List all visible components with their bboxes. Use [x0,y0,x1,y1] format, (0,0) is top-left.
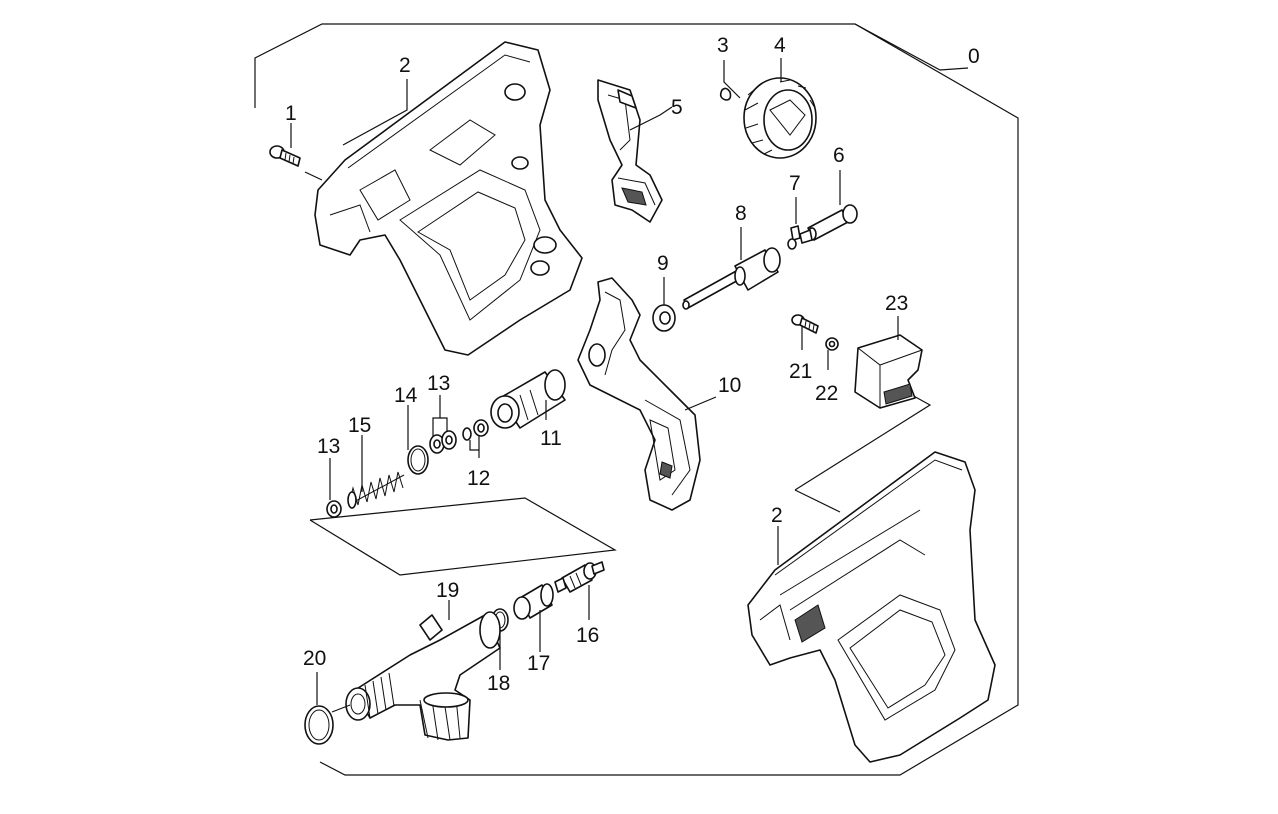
assembly-boundary [254,23,1019,776]
valve-sleeve-11 [490,369,566,429]
label-outlet-fitting: 19 [436,579,459,602]
trigger-10 [577,277,701,511]
washer-9 [652,304,676,332]
label-lock-ring: 4 [774,34,786,57]
bushing-17 [513,583,554,620]
label-seal-13-upper: 13 [427,372,450,395]
seal-stack-middle [429,419,489,454]
label-spring: 15 [348,414,371,437]
housing-half-left [314,41,583,356]
o-ring-20 [304,705,334,745]
subassembly-bracket-lower [309,497,617,576]
retainer-7 [787,225,801,250]
part-labels: 0 1 2 2 3 4 5 6 7 8 9 10 11 12 13 13 14 … [285,34,980,695]
label-housing-half-right: 2 [771,504,783,527]
lock-ring-4 [743,77,817,159]
label-trigger: 10 [718,374,741,397]
label-o-ring-18: 18 [487,672,510,695]
trigger-rod-8 [682,247,781,310]
label-seal-12: 12 [467,467,490,490]
label-trigger-rod: 8 [735,202,747,225]
label-retainer: 7 [789,172,801,195]
valve-insert-16 [554,561,605,593]
housing-half-right [747,451,996,763]
leader-lines [290,23,969,713]
seal-13-lower [326,500,342,518]
label-housing-half-left: 2 [399,54,411,77]
label-latch: 5 [671,96,683,119]
cap-23 [854,334,923,409]
spring-15 [347,471,405,509]
label-assembly: 0 [968,45,980,68]
label-screw-21: 21 [789,360,812,383]
label-screw: 1 [285,102,297,125]
label-bushing: 17 [527,652,550,675]
label-seal-13-lower: 13 [317,435,340,458]
screw-1 [269,145,301,167]
pin-head-6 [799,204,858,244]
outlet-fitting-19 [345,611,501,741]
latch-5 [597,79,663,223]
label-washer-9: 9 [657,252,669,275]
label-valve-insert: 16 [576,624,599,647]
screw-21 [791,314,819,334]
o-ring-14 [407,445,429,475]
label-washer-22: 22 [815,382,838,405]
label-cap: 23 [885,292,908,315]
label-pin-head: 6 [833,144,845,167]
label-valve-sleeve: 11 [540,427,562,450]
washer-22 [825,337,839,351]
label-o-ring-14: 14 [394,384,418,407]
label-o-ring-20: 20 [303,647,326,670]
clip-3 [719,87,732,101]
label-clip: 3 [717,34,729,57]
